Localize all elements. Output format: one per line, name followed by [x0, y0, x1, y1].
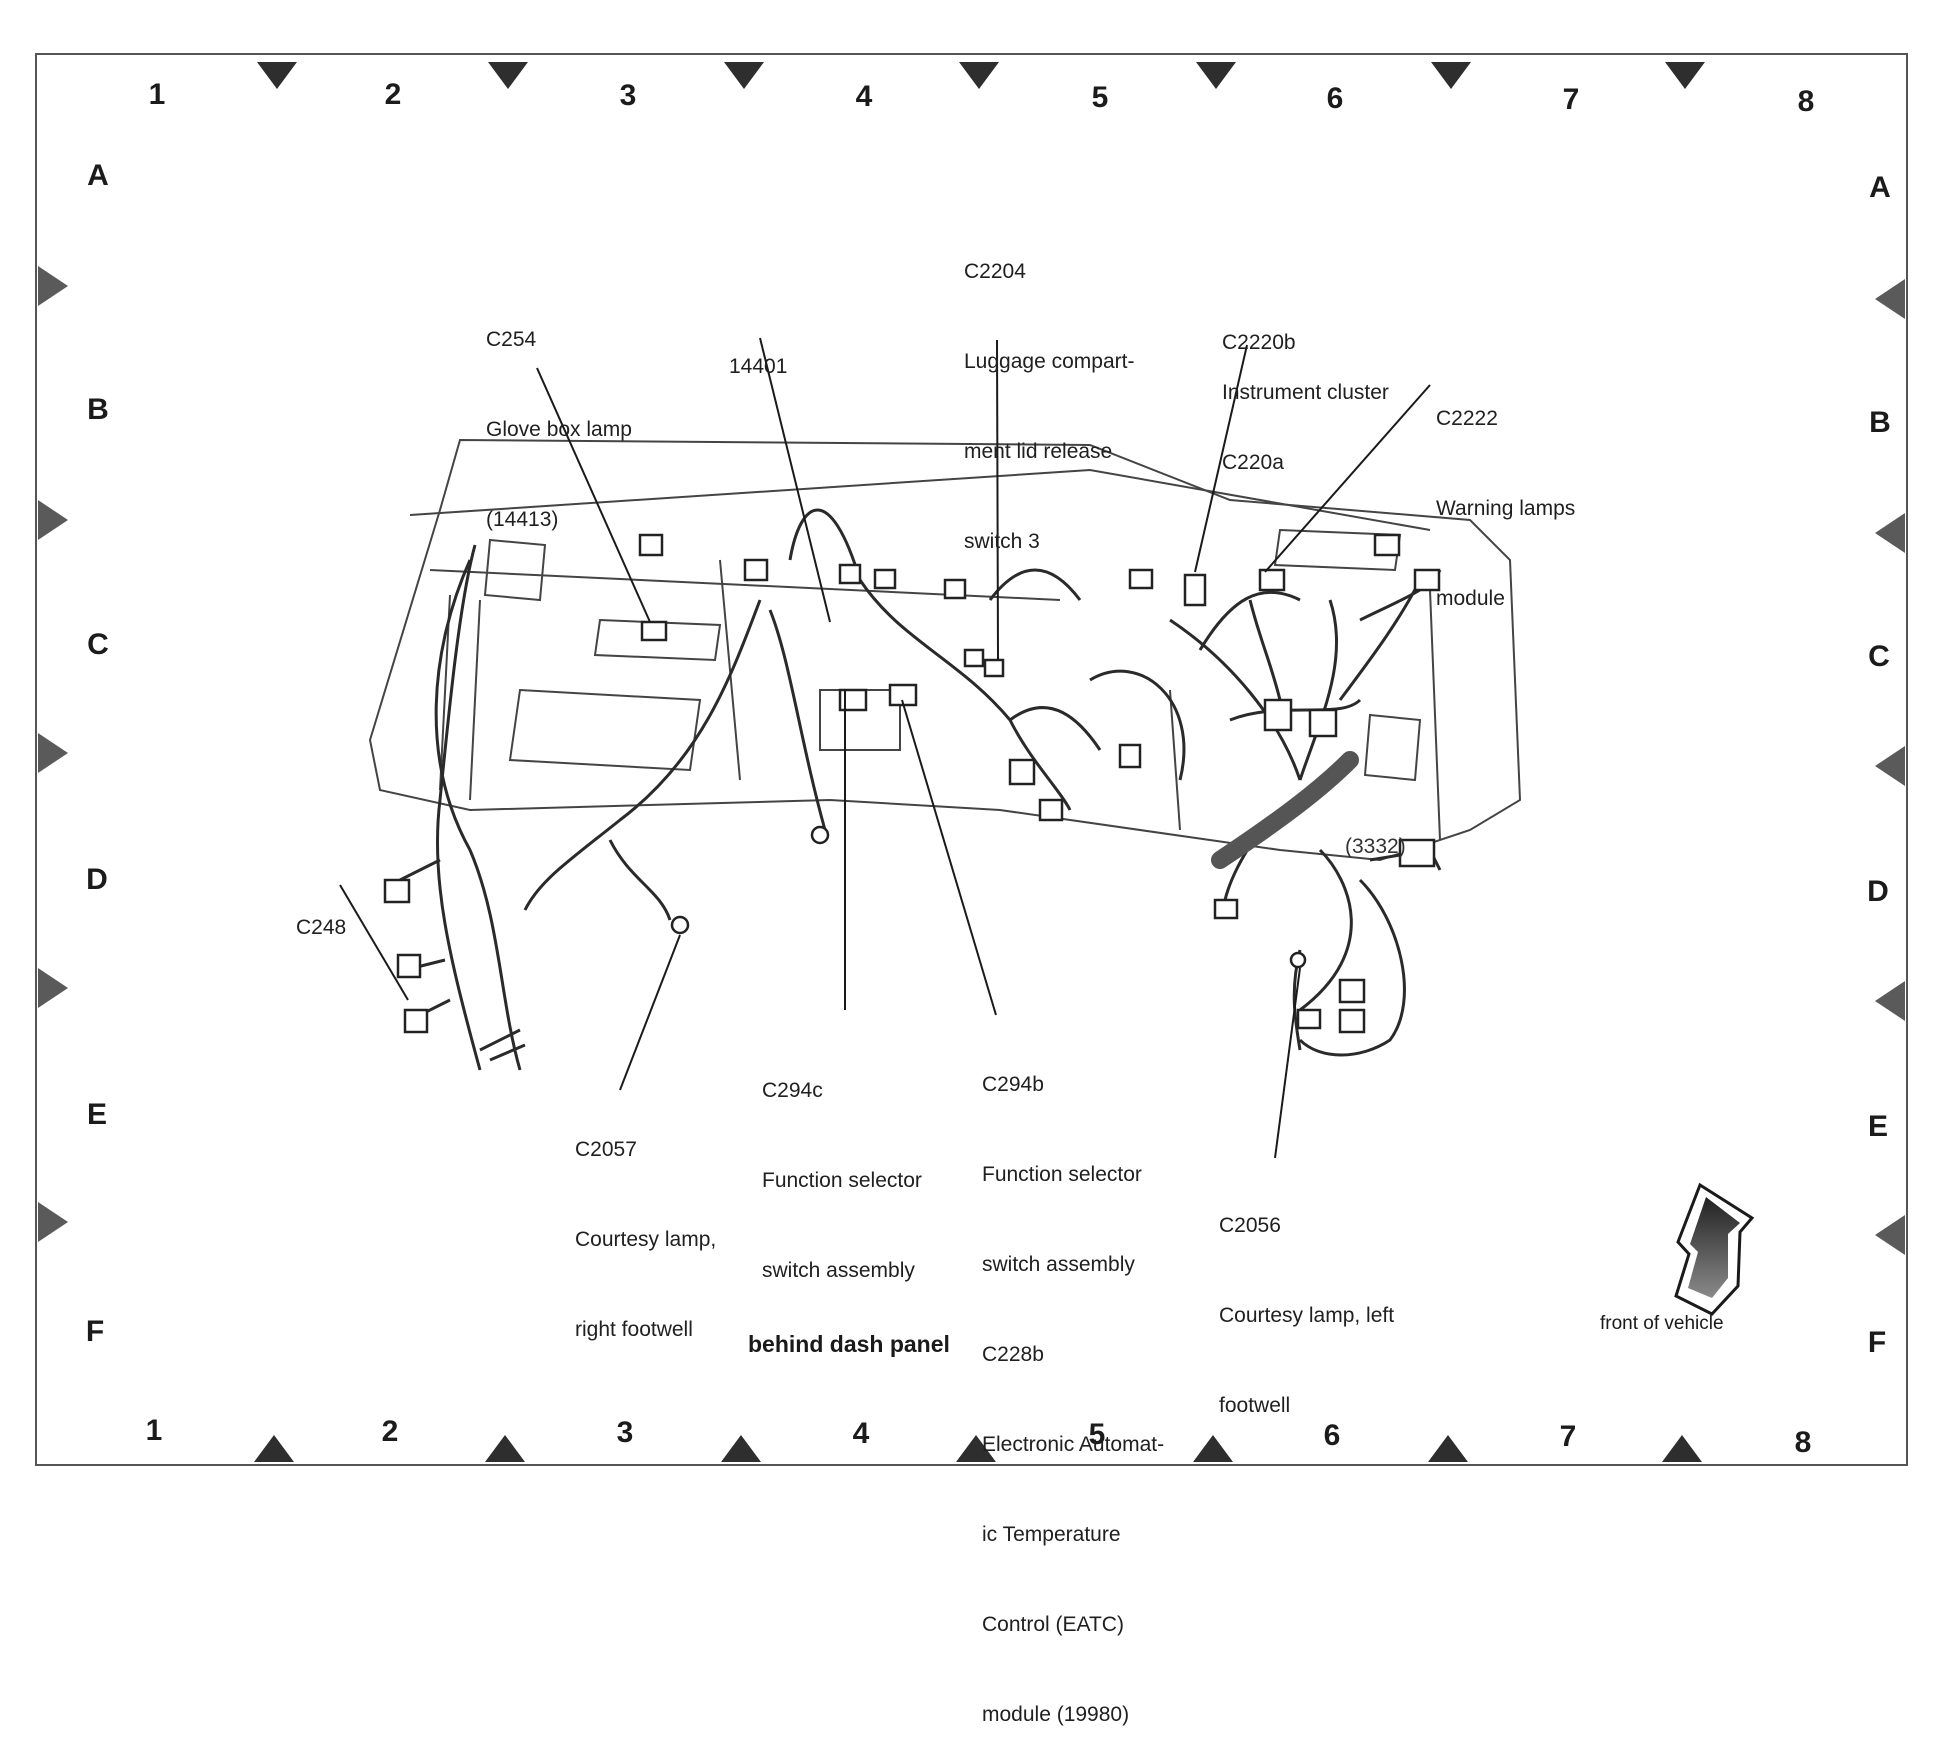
c2222-desc-2: module	[1436, 587, 1505, 610]
c2204-desc-2: ment lid release	[964, 440, 1113, 463]
c2057-desc-2: right footwell	[575, 1318, 693, 1341]
c14401-code: 14401	[729, 355, 788, 378]
front-arrow-icon	[1674, 1182, 1755, 1316]
col-label-bottom-2: 2	[381, 1415, 399, 1448]
callout-c2204: C2204 Luggage compart- ment lid release …	[964, 197, 1134, 587]
row-label-left-D: D	[86, 863, 108, 896]
c2204-desc-3: switch 3	[964, 530, 1040, 553]
callout-14401: 14401	[729, 292, 787, 412]
row-label-right-F: F	[1867, 1326, 1887, 1359]
c2204-code: C2204	[964, 260, 1026, 283]
c228b-desc-4: module (19980)	[982, 1703, 1130, 1726]
row-label-left-E: E	[86, 1098, 108, 1131]
row-label-left-F: F	[85, 1315, 105, 1348]
c2056-desc-1: Courtesy lamp, left	[1219, 1304, 1395, 1327]
c2220b-code: C2220b	[1222, 331, 1296, 354]
row-label-left-C: C	[87, 628, 109, 661]
col-label-top-1: 1	[148, 78, 166, 111]
row-label-right-D: D	[1867, 875, 1889, 908]
harness-bundle	[1211, 751, 1359, 869]
top-grid-markers	[257, 62, 1705, 89]
row-label-right-B: B	[1869, 406, 1891, 439]
col-label-top-2: 2	[384, 78, 402, 111]
col-label-top-5: 5	[1091, 81, 1109, 114]
front-of-vehicle-label: front of vehicle	[1600, 1313, 1724, 1334]
callout-c2057: C2057 Courtesy lamp, right footwell	[575, 1075, 716, 1375]
col-label-bottom-1: 1	[145, 1414, 163, 1447]
callout-c248: C248	[296, 853, 346, 973]
left-grid-markers	[38, 266, 68, 1242]
c248-code: C248	[296, 916, 347, 939]
diagram-frame	[35, 53, 1908, 1466]
c254-desc-2: (14413)	[486, 508, 559, 531]
connectors	[383, 533, 1441, 1034]
c294c-code: C294c	[762, 1079, 823, 1102]
partial-part-number: (3332)	[1345, 835, 1406, 858]
callout-c2222: C2222 Warning lamps module	[1436, 344, 1575, 644]
c228b-desc-2: ic Temperature	[982, 1523, 1121, 1546]
callout-c2220: C2220b C220a	[1222, 243, 1296, 523]
col-label-top-4: 4	[855, 80, 873, 113]
col-label-bottom-4: 4	[852, 1417, 870, 1450]
c228b-desc-3: Control (EATC)	[982, 1613, 1124, 1636]
c2056-desc-2: footwell	[1219, 1394, 1291, 1417]
col-label-bottom-7: 7	[1559, 1420, 1577, 1453]
c294c-desc-1: Function selector	[762, 1169, 922, 1192]
c2057-desc-1: Courtesy lamp,	[575, 1228, 717, 1251]
col-label-top-6: 6	[1326, 82, 1344, 115]
c254-code: C254	[486, 328, 537, 351]
col-label-top-3: 3	[619, 79, 637, 112]
callout-c294c: C294c Function selector switch assembly	[762, 1016, 922, 1316]
callout-c254: C254 Glove box lamp (14413)	[486, 265, 632, 565]
callout-c2056: C2056 Courtesy lamp, left footwell	[1219, 1151, 1394, 1451]
col-label-bottom-5: 5	[1088, 1418, 1106, 1451]
c2056-code: C2056	[1219, 1214, 1281, 1237]
col-label-top-7: 7	[1562, 83, 1580, 116]
row-label-right-C: C	[1868, 640, 1890, 673]
c2222-desc-1: Warning lamps	[1436, 497, 1576, 520]
c294b-code: C294b	[982, 1073, 1044, 1096]
c254-desc-1: Glove box lamp	[486, 418, 632, 441]
c228b-code: C228b	[982, 1343, 1044, 1366]
c2220-desc: Instrument cluster	[1222, 381, 1389, 404]
c294c-desc-2: switch assembly	[762, 1259, 915, 1282]
c294b-desc-2: switch assembly	[982, 1253, 1135, 1276]
c2057-code: C2057	[575, 1138, 637, 1161]
col-label-bottom-6: 6	[1323, 1419, 1341, 1452]
col-label-bottom-8: 8	[1794, 1426, 1812, 1459]
c2204-desc-1: Luggage compart-	[964, 350, 1135, 373]
c2222-code: C2222	[1436, 407, 1498, 430]
col-label-top-8: 8	[1797, 85, 1815, 118]
wiring-diagram	[38, 62, 1905, 1462]
c294b-desc-1: Function selector	[982, 1163, 1142, 1186]
row-label-left-B: B	[87, 393, 109, 426]
row-label-right-A: A	[1869, 171, 1891, 204]
leader-lines	[339, 337, 1431, 1159]
bottom-grid-markers	[254, 1435, 1702, 1462]
right-grid-markers	[1875, 279, 1905, 1255]
row-label-left-A: A	[87, 159, 109, 192]
col-label-bottom-3: 3	[616, 1416, 634, 1449]
row-label-right-E: E	[1867, 1110, 1889, 1143]
callout-instrument-cluster: Instrument cluster	[1222, 318, 1389, 438]
c228b-desc-1: Electronic Automat-	[982, 1433, 1165, 1456]
c220a-code: C220a	[1222, 451, 1284, 474]
diagram-caption: behind dash panel	[748, 1331, 950, 1357]
wiring-harness	[399, 508, 1442, 1071]
callout-c294b: C294b Function selector switch assembly …	[982, 1010, 1164, 1760]
